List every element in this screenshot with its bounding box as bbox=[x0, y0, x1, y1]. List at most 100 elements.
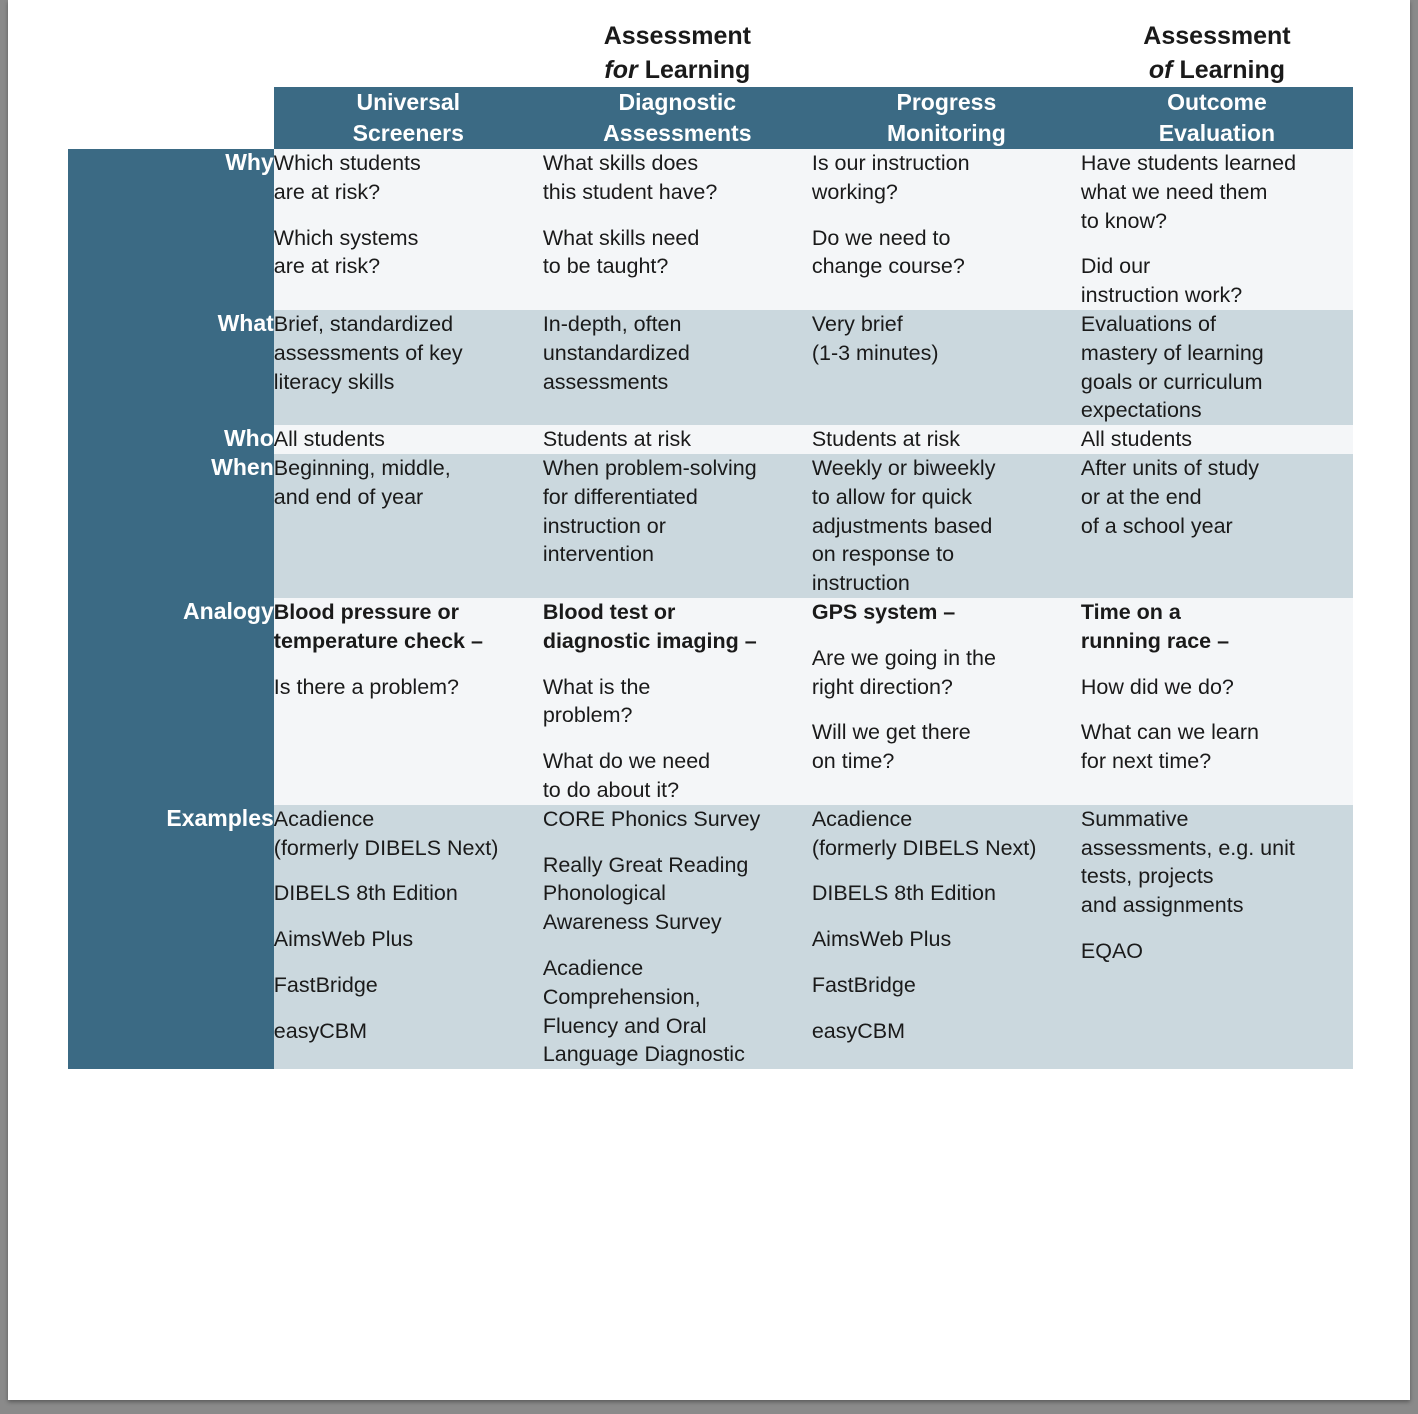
cell-paragraph: How did we do? bbox=[1080, 674, 1234, 699]
list-item: FastBridge bbox=[811, 973, 916, 998]
list-item: CORE Phonics Survey bbox=[542, 806, 761, 831]
list-item: AimsWeb Plus bbox=[811, 927, 952, 952]
row-label-analogy: Analogy bbox=[68, 598, 274, 805]
cell-paragraph: Beginning, middle,and end of year bbox=[273, 456, 451, 509]
cell-examples-1: Acadience(formerly DIBELS Next)DIBELS 8t… bbox=[273, 804, 543, 1070]
cell-who-3: Students at risk bbox=[811, 425, 1081, 455]
list-item: easyCBM bbox=[273, 1018, 367, 1043]
row-label-examples: Examples bbox=[68, 804, 274, 1070]
supergroup-preposition: of bbox=[1148, 55, 1173, 84]
header-corner-blank bbox=[68, 20, 274, 87]
row-label-why: Why bbox=[68, 149, 274, 311]
cell-who-4: All students bbox=[1080, 425, 1353, 455]
cell-example-list: Acadience(formerly DIBELS Next) DIBELS 8t… bbox=[812, 805, 1081, 1046]
supergroup-object: Learning bbox=[637, 55, 751, 84]
column-header-corner-blank bbox=[68, 87, 274, 150]
cell-who-2: Students at risk bbox=[542, 425, 812, 455]
list-item: EQAO bbox=[1080, 939, 1144, 964]
cell-example-list: Acadience(formerly DIBELS Next)DIBELS 8t… bbox=[274, 805, 543, 1046]
column-header-line2: Monitoring bbox=[886, 120, 1006, 147]
list-item: FastBridge bbox=[273, 973, 378, 998]
list-item: DIBELS 8th Edition bbox=[811, 881, 996, 906]
cell-lead-text: GPS system – bbox=[811, 600, 956, 625]
column-header-line2: Evaluation bbox=[1158, 120, 1276, 147]
row-label-who: Who bbox=[68, 425, 274, 455]
cell-paragraph: Is there a problem? bbox=[273, 674, 460, 699]
list-item: easyCBM bbox=[811, 1018, 906, 1043]
supergroup-title: Assessment bbox=[1143, 22, 1291, 50]
column-header-line2: Screeners bbox=[352, 120, 464, 147]
column-header-line1: Universal bbox=[356, 89, 461, 115]
column-header-line2: Assessments bbox=[603, 120, 752, 147]
cell-paragraph: Students at risk bbox=[542, 427, 691, 452]
list-item: Acadience(formerly DIBELS Next) bbox=[811, 806, 1037, 860]
cell-paragraph: All students bbox=[273, 427, 385, 452]
column-header-line1: Diagnostic bbox=[618, 89, 737, 115]
row-label-when: When bbox=[68, 454, 274, 599]
list-item: Acadience(formerly DIBELS Next) bbox=[273, 806, 499, 860]
list-item: AimsWeb Plus bbox=[273, 927, 414, 952]
cell-paragraph: Students at risk bbox=[811, 427, 961, 452]
column-header-line1: Progress bbox=[896, 89, 997, 115]
supergroup-preposition: for bbox=[604, 55, 638, 84]
column-header-line1: Outcome bbox=[1167, 89, 1267, 115]
cell-paragraph: Very brief(1-3 minutes) bbox=[811, 312, 939, 365]
cell-paragraph: All students bbox=[1080, 427, 1193, 452]
row-label-what: What bbox=[68, 310, 274, 426]
cell-when-1: Beginning, middle,and end of year bbox=[273, 454, 543, 599]
